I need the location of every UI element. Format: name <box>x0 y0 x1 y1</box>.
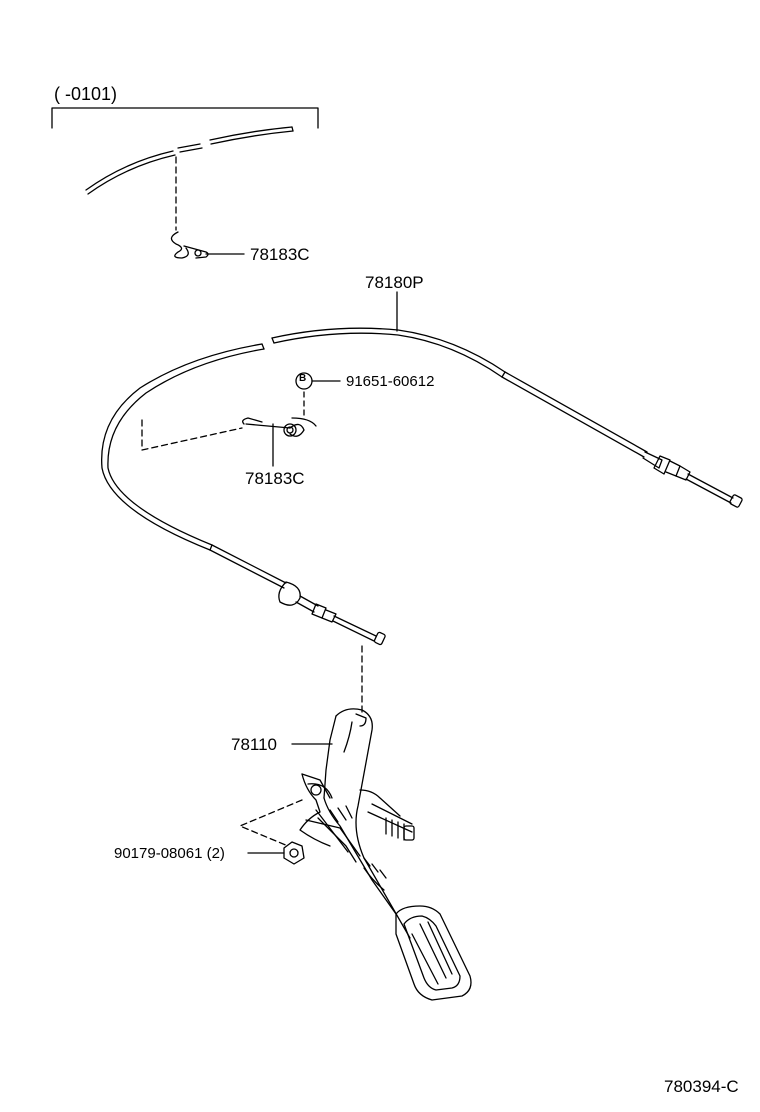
main-leader-dashed <box>141 419 243 451</box>
diagram-id: 780394-C <box>664 1077 739 1096</box>
part-label-cable: 78180P <box>365 273 424 292</box>
nut-icon <box>283 841 305 865</box>
clip-78183c-lower <box>242 417 317 437</box>
cable-end-right <box>501 371 743 508</box>
main-cable <box>101 327 506 551</box>
part-label-bolt: 91651-60612 <box>346 373 435 390</box>
inset-clip-78183c <box>170 231 209 259</box>
cable-end-lower <box>209 544 386 646</box>
part-label-clip-lower: 78183C <box>245 469 305 488</box>
accelerator-pedal-icon <box>299 708 472 1001</box>
bolt-marker-label: B <box>299 373 307 384</box>
nut-leader-dashed <box>239 799 303 847</box>
part-label-clip-upper: 78183C <box>250 245 310 264</box>
part-label-pedal: 78110 <box>231 735 278 754</box>
part-label-nut: 90179-08061 (2) <box>114 845 225 862</box>
variant-bracket <box>51 107 319 129</box>
variant-label: ( -0101) <box>54 84 118 104</box>
inset-cable <box>85 126 294 195</box>
